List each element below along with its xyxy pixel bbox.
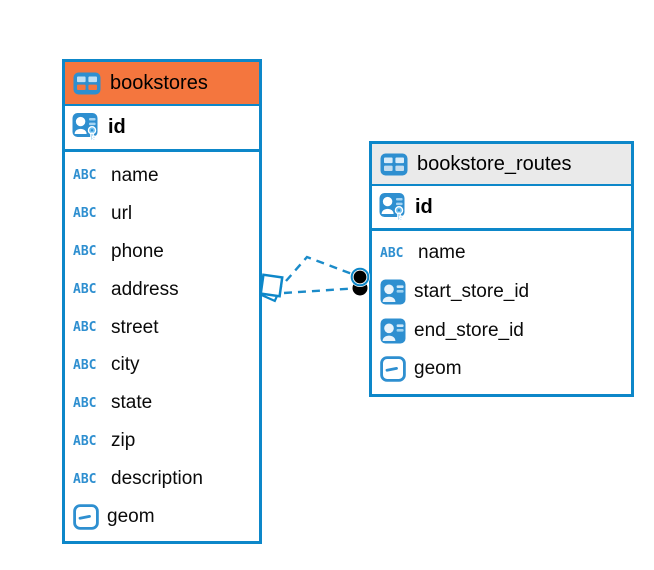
column-row[interactable]: geom — [372, 350, 631, 389]
column-name: name — [111, 164, 159, 186]
diamond-endpoint — [259, 273, 284, 303]
column-name: address — [111, 278, 179, 300]
column-name: state — [111, 392, 153, 414]
column-name: name — [418, 242, 466, 264]
column-name: zip — [111, 430, 136, 452]
relationship-line-upper[interactable] — [285, 255, 361, 282]
text-type-icon: ABC — [73, 168, 97, 184]
primary-key-icon — [72, 113, 98, 142]
table-routes-header[interactable]: bookstore_routes — [372, 144, 631, 186]
table-icon — [73, 72, 101, 94]
pk-column-name: id — [108, 116, 126, 138]
primary-key-icon — [379, 192, 405, 221]
column-row-pk[interactable]: id — [372, 186, 631, 231]
dot-endpoints — [350, 267, 370, 296]
geometry-type-icon — [380, 356, 406, 383]
text-type-icon: ABC — [73, 244, 97, 260]
column-row-pk[interactable]: id — [65, 106, 259, 152]
table-bookstores-header[interactable]: bookstores — [65, 62, 259, 106]
column-name: street — [111, 316, 159, 338]
column-row[interactable]: ABC city — [65, 346, 259, 384]
column-name: geom — [414, 358, 462, 380]
relationship-connector[interactable] — [250, 240, 382, 316]
table-bookstores-columns: ABC name ABC url ABC phone ABC address A… — [65, 152, 259, 541]
text-type-icon: ABC — [73, 282, 97, 298]
text-type-icon: ABC — [73, 433, 97, 449]
column-row[interactable]: start_store_id — [372, 273, 631, 312]
relationship-line-lower[interactable] — [283, 286, 361, 295]
column-row[interactable]: ABC name — [65, 157, 259, 195]
table-bookstores[interactable]: bookstores id ABC n — [62, 59, 262, 544]
column-row[interactable]: geom — [65, 498, 259, 536]
column-row[interactable]: ABC url — [65, 195, 259, 233]
column-row[interactable]: ABC state — [65, 384, 259, 422]
text-type-icon: ABC — [73, 357, 97, 373]
geometry-type-icon — [73, 504, 99, 530]
column-name: end_store_id — [414, 319, 524, 341]
table-routes-columns: ABC name start_store_id — [372, 231, 631, 394]
text-type-icon: ABC — [380, 245, 404, 261]
column-name: description — [111, 468, 203, 490]
text-type-icon: ABC — [73, 395, 97, 411]
column-row[interactable]: ABC description — [65, 460, 259, 498]
table-name: bookstores — [110, 71, 208, 94]
column-row[interactable]: ABC zip — [65, 422, 259, 460]
column-name: url — [111, 202, 133, 224]
column-row[interactable]: ABC address — [65, 271, 259, 309]
table-bookstore-routes[interactable]: bookstore_routes id ABC — [369, 141, 634, 397]
text-type-icon: ABC — [73, 471, 97, 487]
table-name: bookstore_routes — [417, 152, 572, 175]
column-name: start_store_id — [414, 281, 530, 303]
foreign-key-icon — [380, 318, 406, 344]
column-row[interactable]: ABC name — [372, 234, 631, 273]
column-row[interactable]: ABC phone — [65, 233, 259, 271]
column-name: geom — [107, 505, 155, 527]
column-name: city — [111, 354, 140, 376]
text-type-icon: ABC — [73, 206, 97, 222]
pk-column-name: id — [415, 195, 433, 218]
table-icon — [380, 153, 408, 175]
foreign-key-icon — [380, 279, 406, 305]
column-name: phone — [111, 240, 164, 262]
column-row[interactable]: ABC street — [65, 309, 259, 347]
column-row[interactable]: end_store_id — [372, 311, 631, 350]
text-type-icon: ABC — [73, 320, 97, 335]
